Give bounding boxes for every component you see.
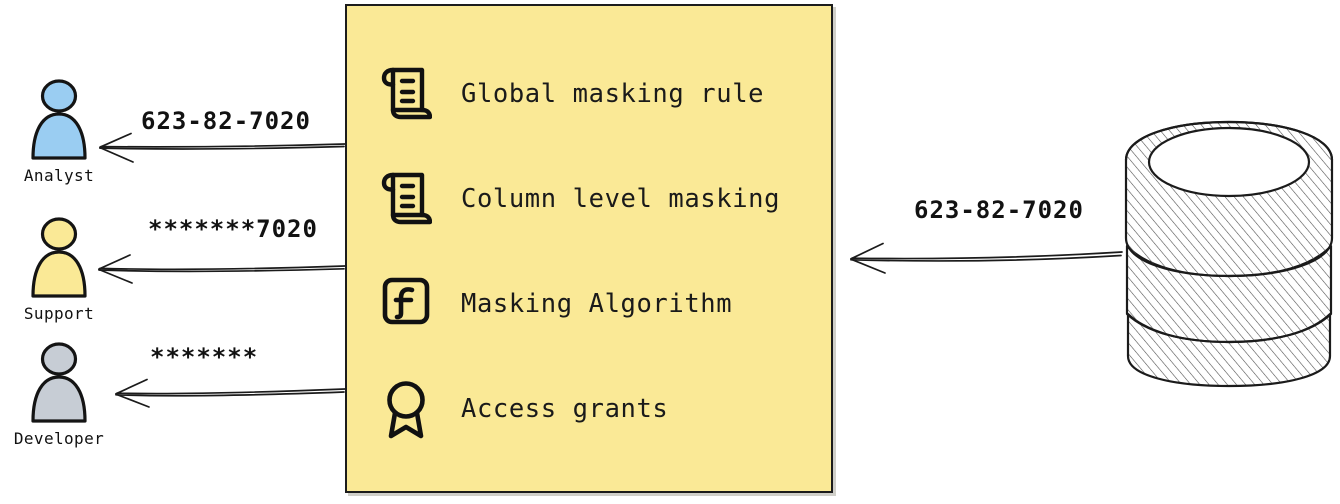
policy-list: Global masking rule C — [347, 6, 831, 491]
flow-label-developer: ******* — [150, 343, 259, 371]
developer-avatar — [23, 341, 95, 427]
developer-label: Developer — [13, 429, 105, 448]
policy-label-0: Global masking rule — [461, 79, 765, 110]
policy-row-access-grants[interactable]: Access grants — [377, 356, 809, 461]
analyst-avatar — [23, 78, 95, 164]
persona-developer[interactable]: Developer — [4, 341, 114, 448]
arrow-to-developer — [115, 378, 346, 408]
arrow-db-to-panel — [850, 242, 1123, 274]
persona-analyst[interactable]: Analyst — [4, 78, 114, 185]
arrow-to-support — [98, 254, 346, 284]
policy-row-global-masking-rule[interactable]: Global masking rule — [377, 42, 809, 147]
policy-label-2: Masking Algorithm — [461, 288, 733, 319]
policy-row-column-level-masking[interactable]: Column level masking — [377, 147, 809, 252]
arrow-to-analyst — [99, 132, 346, 163]
policy-label-1: Column level masking — [461, 184, 781, 215]
function-box-icon — [377, 273, 435, 335]
persona-support[interactable]: Support — [4, 216, 114, 323]
scroll-icon — [377, 168, 435, 230]
support-avatar — [23, 216, 95, 302]
support-label: Support — [23, 304, 95, 323]
flow-label-analyst: 623-82-7020 — [141, 107, 311, 135]
policy-row-masking-algorithm[interactable]: Masking Algorithm — [377, 252, 809, 357]
policy-panel: Global masking rule C — [345, 4, 833, 493]
flow-label-support: *******7020 — [148, 215, 318, 243]
scroll-icon — [377, 63, 435, 125]
policy-label-3: Access grants — [461, 393, 669, 424]
analyst-label: Analyst — [23, 166, 95, 185]
flow-label-source: 623-82-7020 — [914, 196, 1084, 224]
award-ribbon-icon — [377, 378, 435, 440]
database-cylinder-icon — [1122, 118, 1336, 390]
